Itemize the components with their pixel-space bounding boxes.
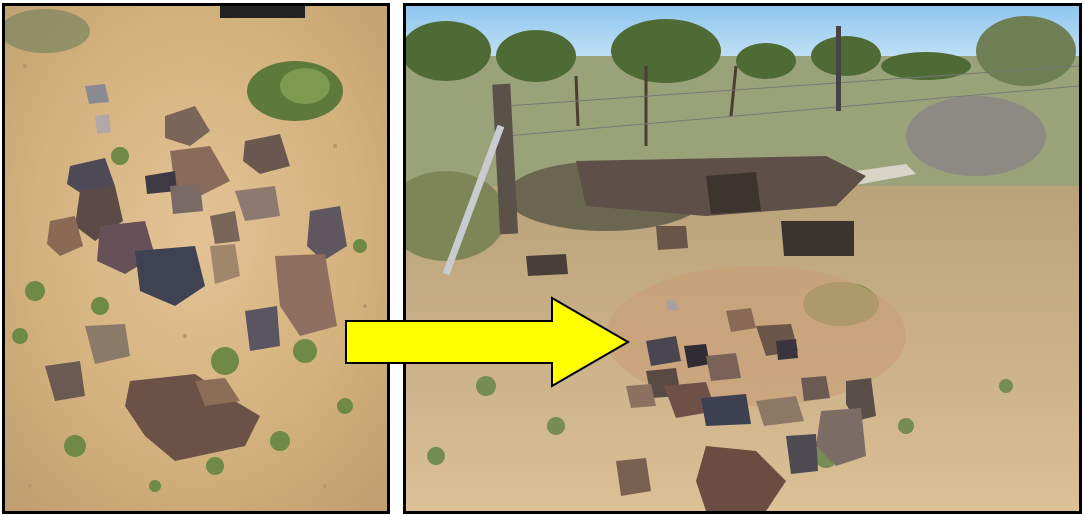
cairn-rocks: [616, 300, 876, 511]
left-photo-scene: [5, 6, 387, 511]
bush: [5, 9, 90, 53]
dry-bush: [406, 171, 506, 261]
small-plants: [12, 147, 367, 492]
distant-post: [836, 26, 841, 111]
metal-fence-stay: [442, 124, 505, 276]
stone-row: [526, 156, 866, 276]
right-photo-scene: [406, 6, 1079, 511]
fence-wire: [505, 65, 1079, 137]
disturbed-soil: [606, 266, 906, 406]
left-photo: [2, 3, 390, 514]
arrow-shape: [345, 296, 630, 388]
cairn-rocks: [45, 84, 347, 461]
bush: [280, 68, 330, 104]
right-photo: [403, 3, 1082, 514]
tree-line: [406, 16, 1076, 86]
yellow-arrow: [345, 296, 630, 388]
dry-bush: [906, 96, 1046, 176]
shadow-strip: [220, 6, 305, 18]
pebbles: [23, 64, 367, 488]
wooden-fence-post: [492, 83, 519, 235]
